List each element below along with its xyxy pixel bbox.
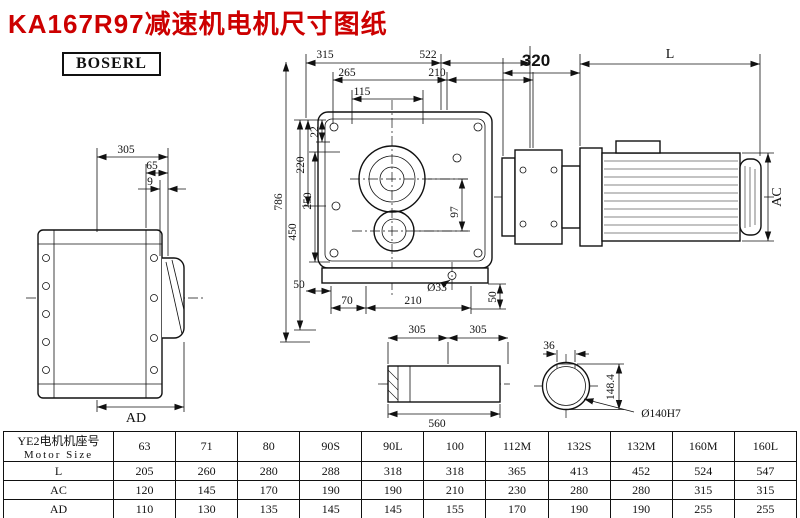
dim-side-9: 9: [147, 176, 153, 188]
dim-value-cell: 230: [485, 480, 549, 500]
table-row-AC: AC 120 145 170 190 190 210 230 280 280 3…: [3, 480, 798, 500]
table-header-en: Motor Size: [23, 449, 94, 461]
dim-front-522: 522: [419, 49, 437, 61]
size-col-header: 80: [237, 431, 301, 462]
shaft-end-view: [534, 354, 598, 418]
dim-value-cell: 145: [175, 480, 239, 500]
dim-value-cell: 130: [175, 499, 239, 518]
dim-motor-AC: AC: [770, 187, 785, 206]
dim-front-115: 115: [354, 86, 371, 98]
dim-end-36: 36: [543, 340, 555, 352]
dim-front-786: 786: [273, 193, 285, 211]
dim-front-50-left: 50: [293, 279, 305, 291]
dim-value-cell: 135: [237, 499, 301, 518]
dim-front-450: 450: [287, 223, 299, 241]
dim-value-cell: 170: [237, 480, 301, 500]
size-col-header: 160L: [733, 431, 798, 462]
brand-logo: BOSERL: [62, 52, 161, 76]
motor-view: [494, 140, 774, 247]
dim-end-148: 148.4: [605, 374, 617, 400]
motor-size-table: YE2电机机座号 Motor Size 63 71 80 90S 90L 100…: [3, 431, 798, 518]
table-row-AD: AD 110 130 135 145 145 155 170 190 190 2…: [3, 499, 798, 518]
dim-side-305: 305: [117, 144, 135, 156]
dim-front-315: 315: [316, 49, 334, 61]
table-corner-header: YE2电机机座号 Motor Size: [3, 431, 114, 462]
dim-shaft-305b: 305: [469, 324, 487, 336]
dim-value-cell: 452: [609, 461, 673, 481]
dim-front-97: 97: [449, 206, 461, 218]
dim-value-cell: 205: [112, 461, 177, 481]
dim-value-cell: 260: [175, 461, 239, 481]
dim-value-cell: 190: [361, 480, 425, 500]
dim-value-cell: 524: [671, 461, 735, 481]
dim-value-cell: 288: [299, 461, 363, 481]
dim-value-cell: 318: [361, 461, 425, 481]
motor-view-dimensions: 320 L AC: [502, 47, 785, 242]
dim-value-cell: 190: [547, 499, 611, 518]
dim-motor-320: 320: [522, 51, 550, 70]
size-col-header: 90S: [299, 431, 363, 462]
dim-value-cell: 255: [733, 499, 798, 518]
dim-front-70: 70: [341, 295, 353, 307]
side-view: [26, 229, 206, 399]
dim-value-cell: 280: [237, 461, 301, 481]
front-view-dimensions: 315 522 265 210 115 22 220 250 450 786 9…: [273, 46, 534, 343]
front-view: [317, 100, 493, 296]
size-col-header: 71: [175, 431, 239, 462]
size-col-header: 160M: [671, 431, 735, 462]
size-col-header: 63: [112, 431, 177, 462]
dim-front-220: 220: [295, 156, 307, 174]
dim-value-cell: 145: [361, 499, 425, 518]
dim-value-cell: 190: [609, 499, 673, 518]
dim-value-cell: 110: [112, 499, 177, 518]
dim-front-265: 265: [338, 67, 356, 79]
size-col-header: 112M: [485, 431, 549, 462]
dim-value-cell: 315: [733, 480, 798, 500]
size-col-header: 90L: [361, 431, 425, 462]
dim-front-210-top: 210: [428, 67, 446, 79]
dim-value-cell: 318: [423, 461, 487, 481]
dim-value-cell: 155: [423, 499, 487, 518]
page-title: KA167R97减速机电机尺寸图纸: [8, 9, 388, 39]
shaft-view-dimensions: 305 305 560: [387, 324, 509, 430]
shaft-view: [378, 365, 510, 403]
dim-value-cell: 280: [609, 480, 673, 500]
dim-value-cell: 170: [485, 499, 549, 518]
dim-motor-L: L: [666, 47, 675, 62]
table-row-L: L 205 260 280 288 318 318 365 413 452 52…: [3, 461, 798, 481]
dim-value-cell: 145: [299, 499, 363, 518]
dim-side-65: 65: [146, 160, 158, 172]
dim-shaft-560: 560: [428, 418, 446, 430]
dim-front-d33: Ø33: [427, 282, 447, 294]
dim-front-210-bottom: 210: [404, 295, 422, 307]
dim-value-cell: 413: [547, 461, 611, 481]
dim-value-cell: 120: [112, 480, 177, 500]
dim-end-d140: Ø140H7: [641, 408, 681, 420]
dim-value-cell: 210: [423, 480, 487, 500]
size-col-header: 132S: [547, 431, 611, 462]
dim-value-cell: 547: [733, 461, 798, 481]
dim-value-cell: 255: [671, 499, 735, 518]
dim-row-label: AD: [3, 499, 114, 518]
dim-front-22: 22: [309, 126, 321, 138]
dim-value-cell: 365: [485, 461, 549, 481]
shaft-end-dimensions: 36 148.4 Ø140H7: [543, 340, 681, 420]
dim-value-cell: 315: [671, 480, 735, 500]
size-col-header: 100: [423, 431, 487, 462]
drawing-canvas: 305 65 9 AD: [26, 46, 785, 430]
dim-front-250: 250: [302, 192, 314, 210]
size-col-header: 132M: [609, 431, 673, 462]
dim-row-label: AC: [3, 480, 114, 500]
dim-side-AD: AD: [126, 411, 146, 426]
table-header-cn: YE2电机机座号: [17, 434, 100, 448]
dim-value-cell: 190: [299, 480, 363, 500]
side-view-dimensions: 305 65 9 AD: [96, 144, 186, 426]
dim-front-50-right: 50: [487, 291, 499, 303]
dim-value-cell: 280: [547, 480, 611, 500]
dim-row-label: L: [3, 461, 114, 481]
dim-shaft-305a: 305: [408, 324, 426, 336]
